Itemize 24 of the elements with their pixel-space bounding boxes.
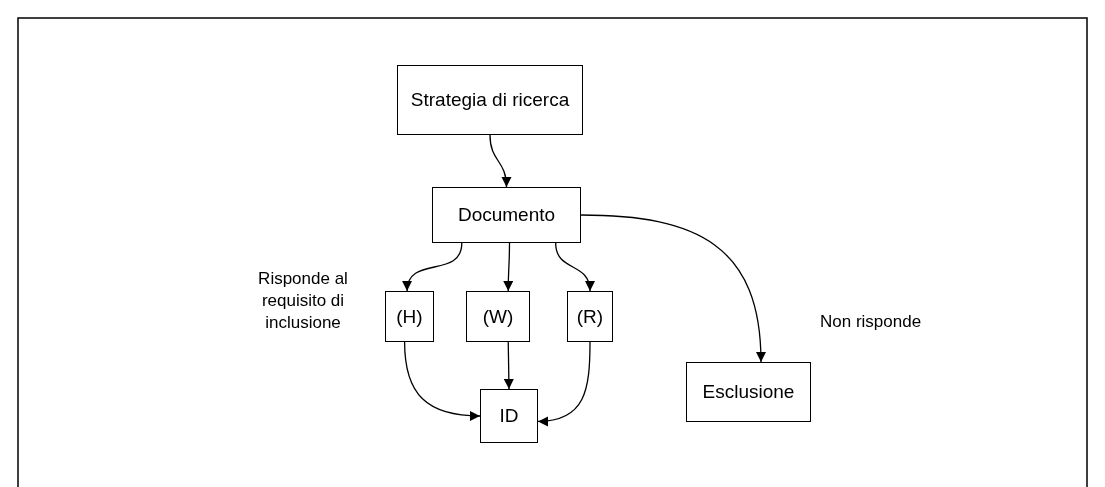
process-box: [385, 291, 434, 342]
condition-label: Risponde al requisito di inclusione: [257, 268, 349, 335]
arrow: [537, 341, 591, 426]
box-text: (H): [396, 305, 423, 328]
process-box: [567, 291, 613, 342]
arrow: [503, 242, 514, 292]
process-box: [397, 65, 583, 135]
process-box: [480, 389, 538, 443]
arrow: [403, 341, 481, 421]
arrow: [580, 214, 766, 363]
box-text: Documento: [457, 204, 556, 226]
box-text: ID: [499, 405, 519, 427]
process-box: [466, 291, 530, 342]
box-text: Strategia di ricerca: [410, 89, 570, 111]
process-box: [432, 187, 581, 243]
arrow: [503, 341, 515, 390]
edge-label: Non risponde: [820, 312, 922, 332]
box-text: Esclusione: [702, 381, 795, 403]
arrow: [555, 242, 595, 292]
box-text: (W): [482, 305, 514, 328]
arrow: [403, 242, 463, 292]
process-box: [686, 362, 811, 422]
box-text: (R): [576, 305, 604, 328]
arrow: [489, 134, 512, 188]
